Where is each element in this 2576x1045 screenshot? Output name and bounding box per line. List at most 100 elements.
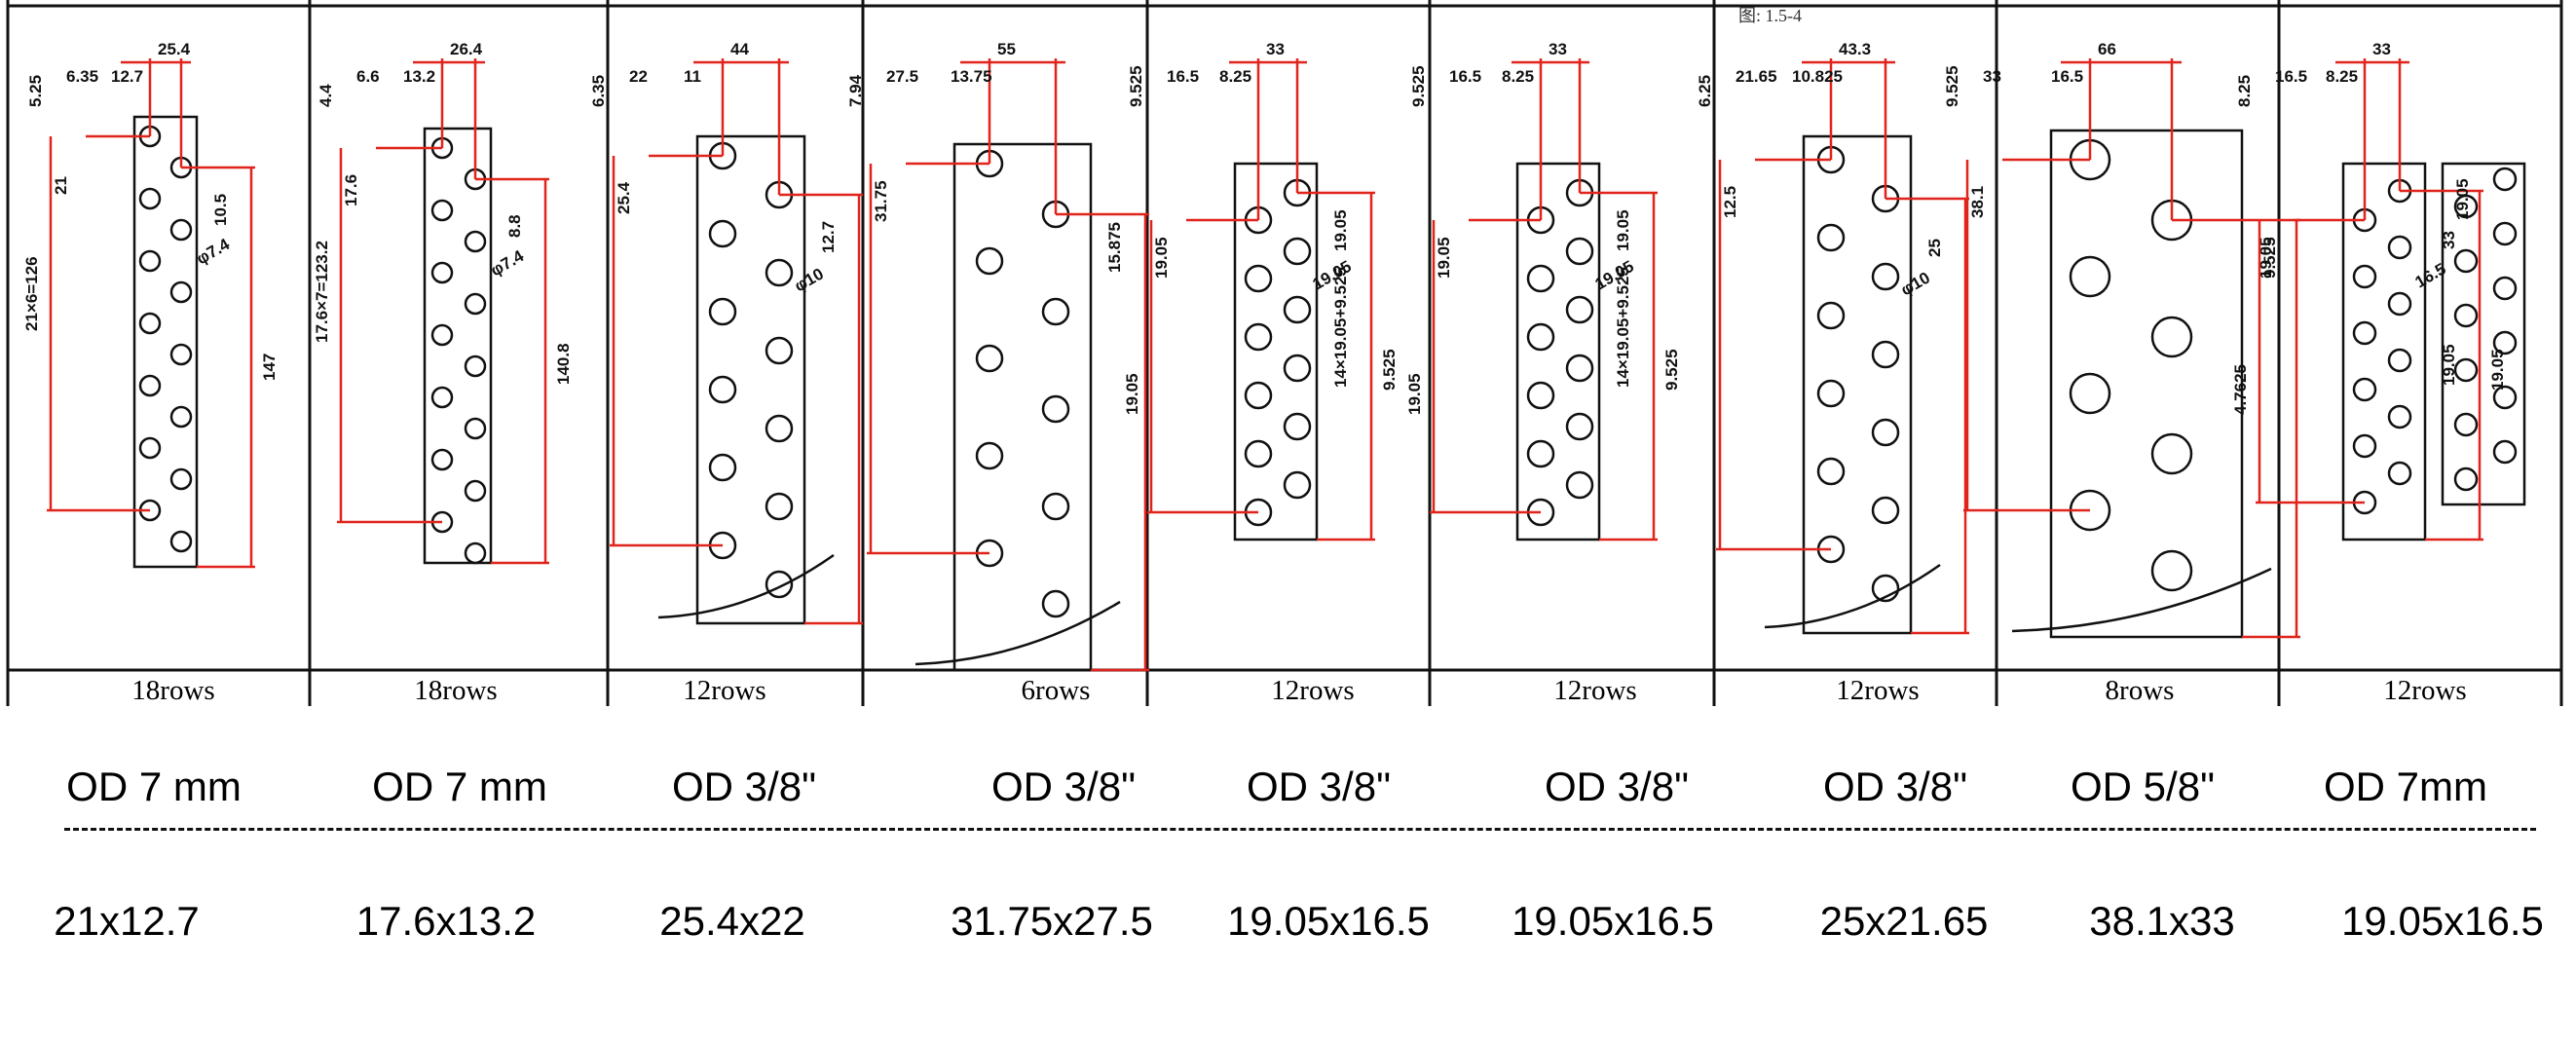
tube-hole (2150, 432, 2193, 475)
dimension-label: 26.4 (450, 40, 483, 58)
dimension-label: 19.05 (1435, 237, 1453, 279)
od-label: OD 3/8" (1545, 764, 1689, 809)
dimension-label: 8.25 (2326, 67, 2358, 86)
fin-strip (695, 134, 806, 625)
fin-strip (1515, 162, 1601, 541)
od-label: OD 3/8" (991, 764, 1136, 809)
dimension-label: 6.25 (1696, 75, 1714, 107)
dimension-label: 25 (1925, 239, 1944, 257)
dimension-label: 8.25 (1502, 67, 1534, 86)
break-line (2011, 567, 2272, 633)
scale-note: 图: 1.5-4 (1738, 6, 1802, 25)
rows-label: 6rows (1021, 675, 1091, 706)
tube-hole (138, 312, 162, 335)
tube-hole (2387, 235, 2412, 260)
tube-hole (2453, 357, 2479, 383)
dimension-label: 33 (2372, 40, 2391, 58)
tube-hole (169, 530, 193, 553)
tube-hole (2150, 549, 2193, 592)
tube-hole (1244, 439, 1273, 468)
tube-hole (1283, 295, 1312, 324)
tube-hole (1526, 439, 1555, 468)
od-label: OD 3/8" (1823, 764, 1967, 809)
tube-hole (2453, 194, 2479, 219)
tube-hole (430, 323, 454, 347)
od-label: OD 3/8" (1247, 764, 1391, 809)
rows-label: 8rows (2105, 675, 2175, 706)
dimension-label: 33 (1266, 40, 1285, 58)
dimension-label: 19.05 (1123, 373, 1141, 415)
tube-hole (2453, 248, 2479, 274)
pitch-label: 19.05x16.5 (2341, 898, 2544, 944)
tube-hole (2352, 377, 2377, 402)
dimension-label: 8.8 (505, 214, 524, 238)
tube-hole (1871, 496, 1900, 525)
dimension-label: 16.5 (1449, 67, 1481, 86)
fin-panel-5: 338.2516.59.52519.0519.0519.0519.059.525… (1123, 40, 1399, 541)
pitch-label: 31.75x27.5 (951, 898, 1153, 944)
tube-hole (464, 355, 487, 378)
tube-hole (2352, 433, 2377, 459)
fin-strip (1802, 134, 1913, 635)
tube-hole (1244, 381, 1273, 410)
tube-hole (765, 336, 794, 365)
dimension-label: 8.25 (2235, 75, 2254, 107)
dimension-label: φ10 (792, 264, 827, 295)
tube-hole (464, 541, 487, 565)
tube-hole (765, 258, 794, 287)
dimension-label: 33 (1549, 40, 1567, 58)
dimension-label: 12.5 (1721, 186, 1739, 218)
dimension-label: 19.05 (1331, 209, 1350, 251)
pitch-label: 38.1x33 (2089, 898, 2235, 944)
dimension-label: 19.05 (1405, 373, 1424, 415)
tube-hole (1565, 412, 1594, 441)
tube-hole (2492, 276, 2518, 301)
dimension-label: 21 (52, 176, 70, 195)
dimension-label: 9.525 (1380, 349, 1399, 391)
tube-hole (1565, 237, 1594, 266)
break-line (657, 553, 835, 619)
fin-strip (2441, 162, 2526, 506)
tube-hole (138, 249, 162, 273)
dimension-label: φ10 (1898, 268, 1933, 299)
tube-hole (1244, 322, 1273, 352)
tube-hole (138, 187, 162, 210)
dimension-label: 9.525 (1662, 349, 1681, 391)
fin-strip (1233, 162, 1319, 541)
tube-hole (1816, 223, 1846, 252)
dimension-label: 14×19.05+9.525 (1614, 267, 1632, 388)
rows-label: 12rows (1271, 675, 1355, 706)
dimension-label: 43.3 (1839, 40, 1871, 58)
tube-hole (1565, 470, 1594, 500)
tube-hole (2387, 461, 2412, 486)
dimension-label: 27.5 (886, 67, 918, 86)
tube-hole (169, 467, 193, 491)
pitch-label: 17.6x13.2 (355, 898, 537, 944)
tube-hole (1871, 418, 1900, 447)
dimension-label: 55 (997, 40, 1016, 58)
tube-hole (708, 453, 737, 482)
dimension-label: 17.6×7=123.2 (313, 241, 331, 343)
dimension-label: 33 (1983, 67, 2001, 86)
dimension-label: 16.5 (2051, 67, 2083, 86)
tube-hole (1041, 297, 1070, 326)
dimension-label: 17.6 (342, 174, 360, 206)
dimension-label: 11 (684, 67, 701, 86)
tube-hole (464, 417, 487, 440)
tube-hole (2069, 255, 2111, 298)
dimension-label: 19.05 (2440, 344, 2458, 386)
tube-hole (430, 261, 454, 284)
tube-hole (2352, 264, 2377, 289)
break-line (1764, 563, 1941, 629)
tube-hole (1526, 381, 1555, 410)
dimension-label: 8.25 (1219, 67, 1251, 86)
tube-hole (464, 230, 487, 253)
dimension-label: 44 (730, 40, 749, 58)
table-frame (6, 0, 2563, 706)
tube-hole (1816, 457, 1846, 486)
tube-hole (138, 374, 162, 397)
tube-hole (464, 479, 487, 503)
